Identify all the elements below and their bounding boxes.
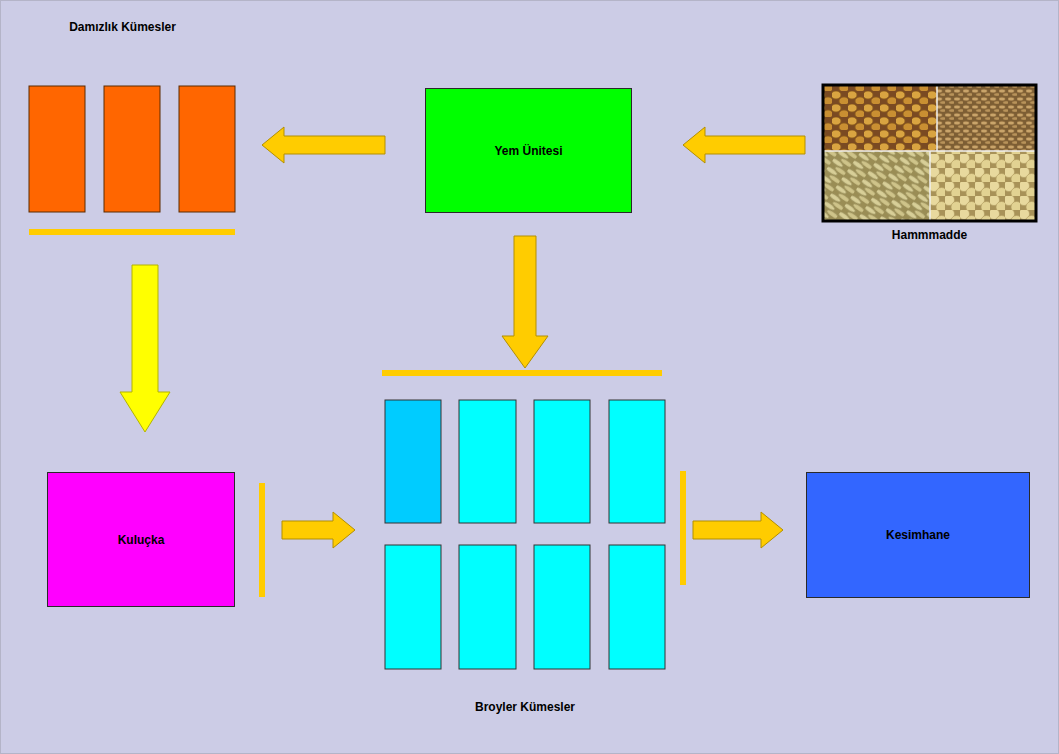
- flow-arrow: [502, 236, 548, 368]
- node-label: Damızlık Kümesler: [69, 20, 176, 34]
- broiler-group: Broyler Kümesler: [380, 372, 670, 718]
- flow-arrow: [683, 127, 805, 163]
- photo-frame: [823, 85, 1036, 221]
- raw-material-group: Hammmadde: [823, 84, 1036, 246]
- flow-arrow: [693, 512, 783, 548]
- grain-photo: [823, 85, 1036, 221]
- flow-arrow: [282, 512, 355, 548]
- node-label: Kesimhane: [886, 528, 950, 542]
- hatchery-box: Kuluçka: [47, 472, 235, 607]
- gate-bar: [259, 483, 265, 597]
- node-label: Yem Ünitesi: [494, 144, 562, 158]
- breeder-group: Damızlık Kümesler: [10, 16, 235, 240]
- feed-unit-box: Yem Ünitesi: [425, 88, 632, 213]
- flow-arrow: [262, 127, 385, 163]
- broiler-houses: [382, 370, 665, 669]
- breeder-houses: [29, 86, 235, 235]
- flow-arrow: [120, 265, 170, 432]
- slaughterhouse-box: Kesimhane: [806, 472, 1030, 598]
- gate-bar: [680, 471, 686, 585]
- node-label: Kuluçka: [118, 533, 165, 547]
- node-label: Hammmadde: [892, 228, 967, 242]
- node-label: Broyler Kümesler: [475, 700, 575, 714]
